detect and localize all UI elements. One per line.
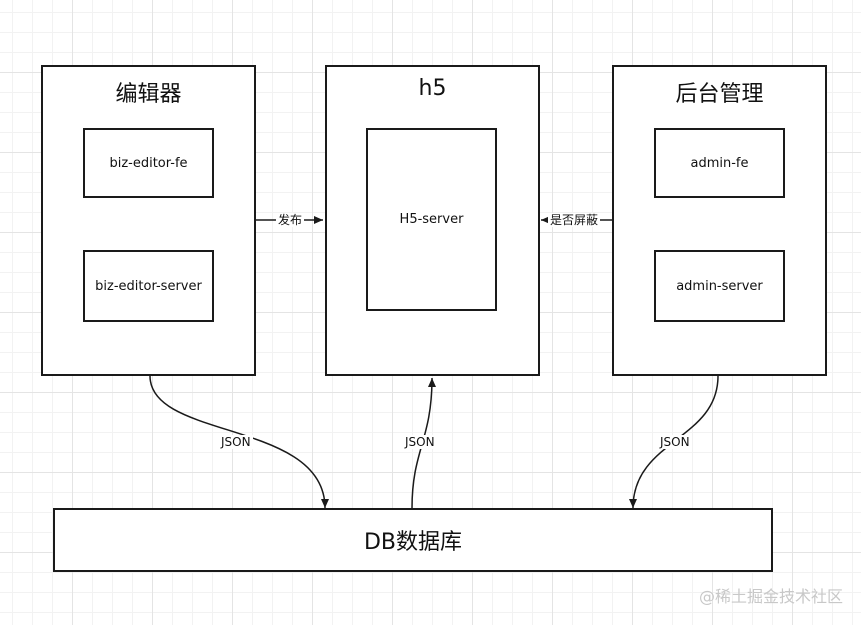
json-label-middle: JSON bbox=[403, 435, 437, 449]
editor-group: 编辑器 bbox=[41, 65, 256, 376]
watermark: @稀土掘金技术社区 bbox=[698, 587, 843, 606]
admin-fe-node: admin-fe bbox=[654, 128, 785, 198]
h5-title: h5 bbox=[418, 76, 447, 101]
admin-server-node: admin-server bbox=[654, 250, 785, 322]
admin-group: 后台管理 bbox=[612, 65, 827, 376]
arrow-editor-to-db bbox=[149, 375, 329, 509]
json-label-left: JSON bbox=[219, 435, 253, 449]
json-label-right: JSON bbox=[658, 435, 692, 449]
biz-editor-fe-node: biz-editor-fe bbox=[83, 128, 214, 198]
biz-editor-server-node: biz-editor-server bbox=[83, 250, 214, 322]
h5-server-node: H5-server bbox=[366, 128, 497, 311]
block-label: 是否屏蔽 bbox=[548, 213, 601, 227]
db-node: DB数据库 bbox=[53, 508, 773, 572]
admin-title: 后台管理 bbox=[675, 82, 764, 107]
editor-title: 编辑器 bbox=[115, 82, 182, 107]
publish-label: 发布 bbox=[276, 213, 305, 227]
